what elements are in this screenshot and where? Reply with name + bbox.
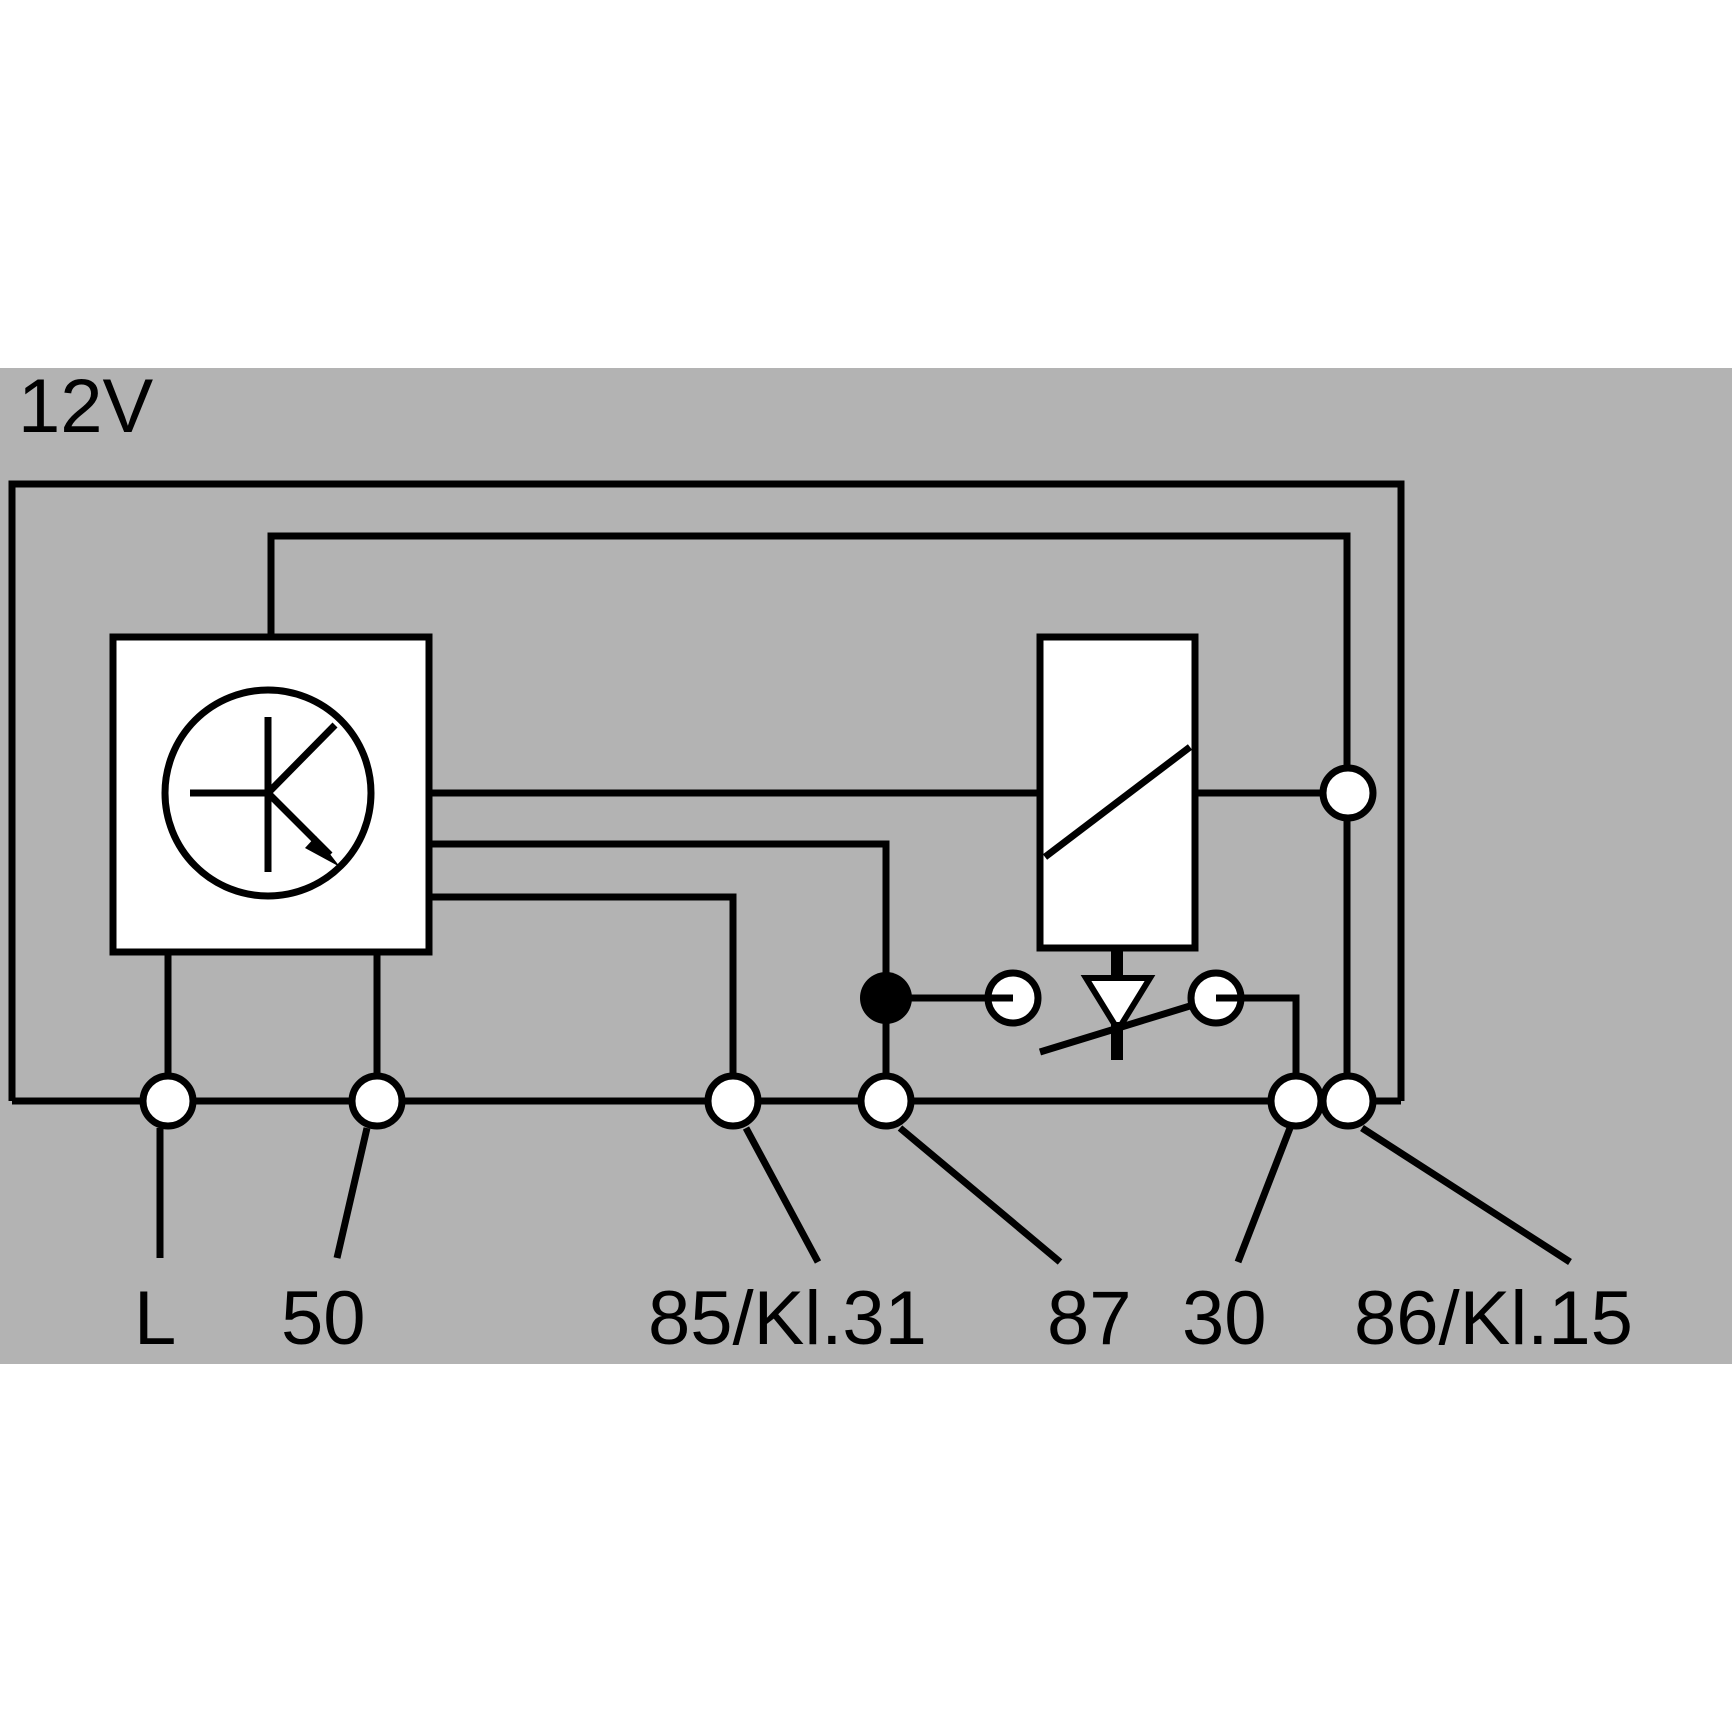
alternator-bottom-drop-wires xyxy=(164,952,381,1101)
wire-pivot-to-terminal-30 xyxy=(1216,994,1300,1101)
node-coil-kl15 xyxy=(1319,764,1377,822)
outer-supply-frame xyxy=(8,480,1405,1101)
wire-alternator-to-terminal-85 xyxy=(429,893,737,1101)
terminal-label-87: 87 xyxy=(1047,1276,1132,1361)
coil-diagonal-stroke xyxy=(1042,744,1193,860)
terminal-nodes xyxy=(139,1072,1377,1130)
terminal-label-L: L xyxy=(134,1276,176,1361)
terminal-leader-lines xyxy=(156,1125,1572,1265)
leader-30 xyxy=(1234,1126,1294,1264)
terminal-label-85-kl31: 85/Kl.31 xyxy=(648,1276,927,1361)
relay-armature xyxy=(1080,948,1156,1060)
alternator-output-wires xyxy=(429,789,1040,1101)
terminal-node-86-kl15[interactable] xyxy=(1319,1072,1377,1130)
terminal-label-50: 50 xyxy=(281,1276,366,1361)
generator-arrow-head xyxy=(305,836,340,867)
terminal-node-87[interactable] xyxy=(857,1072,915,1130)
voltage-label: 12V xyxy=(18,364,154,449)
leader-50 xyxy=(333,1127,371,1259)
terminal-node-30[interactable] xyxy=(1267,1072,1325,1130)
terminal-node-85-kl31[interactable] xyxy=(704,1072,762,1130)
leader-87 xyxy=(897,1125,1063,1265)
junction-dot xyxy=(860,972,912,1024)
terminal-node-L[interactable] xyxy=(139,1072,197,1130)
terminal-label-86-kl15: 86/Kl.15 xyxy=(1354,1276,1633,1361)
terminal-node-50[interactable] xyxy=(348,1072,406,1130)
leader-86 xyxy=(1360,1125,1572,1265)
terminal-label-30: 30 xyxy=(1182,1276,1267,1361)
generator-upper-diagonal xyxy=(265,722,338,796)
alternator-generator-block[interactable] xyxy=(109,633,433,956)
pivot-to-terminal30-wire xyxy=(1216,994,1300,1101)
relay-contact-switch[interactable] xyxy=(1038,994,1218,1056)
leader-85 xyxy=(742,1126,822,1264)
armature-triangle xyxy=(1080,975,1156,1036)
wire-alternator-to-junction xyxy=(429,840,890,998)
relay-coil-block[interactable] xyxy=(1036,633,1199,952)
switch-blade xyxy=(1038,994,1218,1056)
